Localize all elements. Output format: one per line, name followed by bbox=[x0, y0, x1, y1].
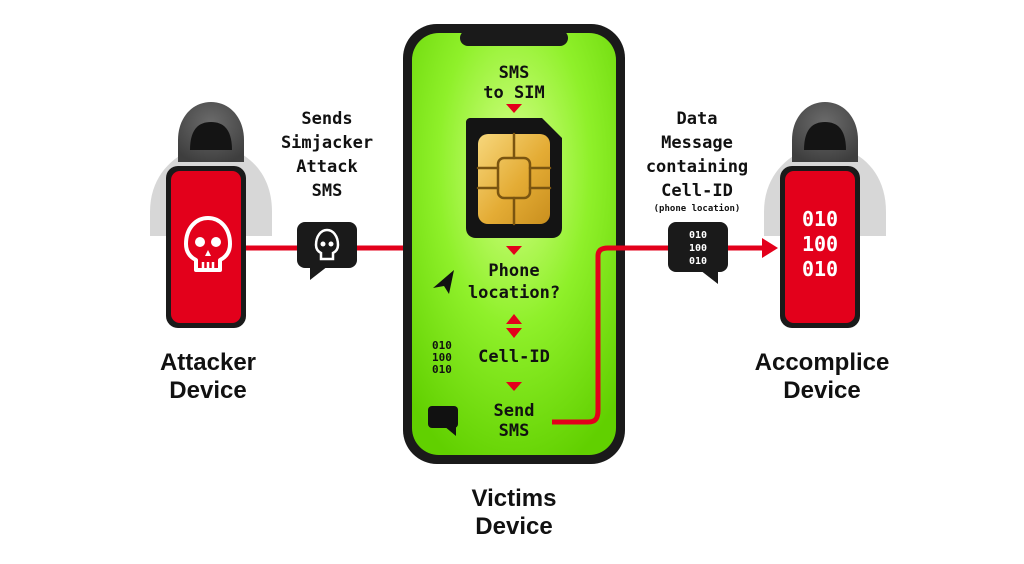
phone-location-line2: location? bbox=[468, 283, 560, 303]
phone-notch bbox=[460, 30, 568, 46]
accomplice-phone bbox=[780, 166, 860, 328]
data-message-line1: Data bbox=[677, 109, 718, 129]
victim-label-line1: Victims bbox=[472, 485, 557, 512]
skull-message-bubble-icon bbox=[297, 222, 357, 280]
accomplice-screen-line3: 010 bbox=[802, 257, 838, 281]
attacker-phone bbox=[166, 166, 246, 328]
data-message-line4: Cell-ID bbox=[661, 181, 733, 201]
victim-phone bbox=[403, 24, 625, 464]
skull-icon bbox=[184, 216, 232, 272]
victim-binary-line1: 010 bbox=[432, 339, 452, 352]
attacker-label-line1: Attacker bbox=[160, 349, 256, 376]
data-message-line3: containing bbox=[646, 157, 748, 177]
arrow-down-icon-2 bbox=[506, 246, 522, 255]
location-arrow-icon bbox=[433, 270, 454, 294]
phone-location-note: (phone location) bbox=[654, 203, 741, 214]
sends-label-line2: Simjacker bbox=[281, 133, 373, 153]
sends-label-line4: SMS bbox=[312, 181, 343, 201]
victim-binary-line2: 100 bbox=[432, 351, 452, 364]
data-message-line2: Message bbox=[661, 133, 733, 153]
sends-label-line1: Sends bbox=[301, 109, 352, 129]
victim-label-line2: Device bbox=[475, 513, 552, 540]
accomplice-label-line1: Accomplice bbox=[755, 349, 890, 376]
bubble-binary-line2: 100 bbox=[689, 243, 707, 254]
sim-card-icon bbox=[466, 118, 562, 238]
accomplice-screen-line1: 010 bbox=[802, 207, 838, 231]
send-sms-line1: Send bbox=[494, 401, 535, 421]
chat-bubble-icon bbox=[428, 406, 458, 436]
victim-binary-line3: 010 bbox=[432, 363, 452, 376]
sms-to-sim-line2: to SIM bbox=[483, 83, 544, 103]
cell-id-label: Cell-ID bbox=[478, 347, 550, 367]
arrow-down-icon bbox=[506, 104, 522, 113]
phone-location-line1: Phone bbox=[488, 261, 539, 281]
data-flow-arrowhead bbox=[762, 238, 778, 258]
arrow-down-icon-3 bbox=[506, 382, 522, 391]
data-flow-line bbox=[552, 245, 762, 425]
bubble-binary-line1: 010 bbox=[689, 230, 707, 241]
sends-label-line3: Attack bbox=[296, 157, 357, 177]
accomplice-label-line2: Device bbox=[783, 377, 860, 404]
accomplice-screen-line2: 100 bbox=[802, 232, 838, 256]
up-down-arrow-icon bbox=[506, 314, 522, 338]
send-sms-line2: SMS bbox=[499, 421, 530, 441]
attacker-label-line2: Device bbox=[169, 377, 246, 404]
binary-message-bubble-icon bbox=[668, 222, 728, 284]
sms-to-sim-line1: SMS bbox=[499, 63, 530, 83]
bubble-binary-line3: 010 bbox=[689, 256, 707, 267]
